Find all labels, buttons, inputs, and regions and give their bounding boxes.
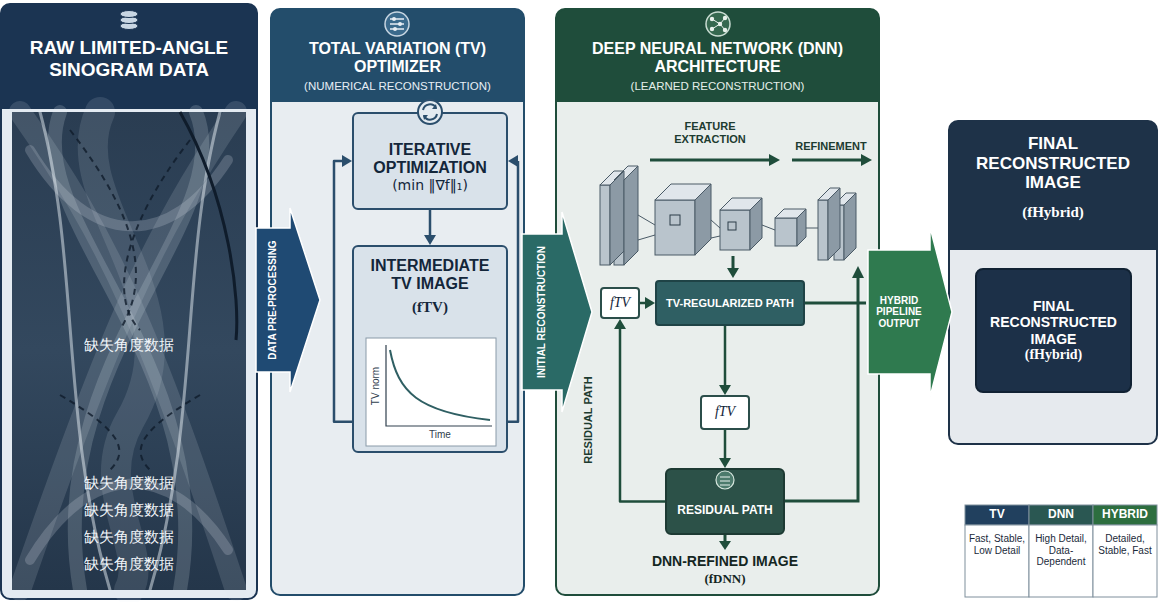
node-text: (NUMERICAL RECONSTRUCTION): [278, 80, 517, 93]
text-slot: Time: [400, 429, 480, 441]
output-panel: FINAL RECONSTRUCTED IMAGE(fHybrid)FINAL …: [948, 120, 1158, 445]
text-slot: RAW LIMITED-ANGLE SINOGRAM DATA: [8, 37, 250, 81]
text-slot: DNN-REFINED IMAGE: [600, 553, 850, 569]
text-slot: TV: [965, 508, 1029, 522]
node-title: INTERMEDIATE TV IMAGE: [360, 257, 500, 294]
node-text: 缺失角度数据: [12, 337, 246, 354]
comparison-table: [965, 505, 1157, 597]
node-text: 缺失角度数据: [12, 475, 246, 492]
node-title: RAW LIMITED-ANGLE SINOGRAM DATA: [8, 37, 250, 81]
node-title: fTV: [702, 404, 748, 420]
label: DNN-REFINED IMAGE: [600, 553, 850, 569]
connector: [719, 430, 731, 468]
text-slot: 缺失角度数据: [12, 502, 246, 519]
variable-box: fTV: [700, 395, 750, 430]
label: DNN: [1029, 508, 1093, 522]
node-text: (min ‖∇f‖₁): [360, 177, 500, 193]
node-title: RESIDUAL PATH: [671, 504, 779, 518]
text-slot: 缺失角度数据: [12, 475, 246, 492]
node-title: fTV: [602, 295, 638, 311]
node-text: 缺失角度数据: [12, 502, 246, 519]
settings-icon: [385, 12, 409, 36]
block-arrow: [868, 227, 952, 397]
text-slot: High Detail, Data-Dependent: [1030, 533, 1092, 568]
text-slot: REFINEMENT: [785, 140, 877, 153]
text-slot: Detailed, Stable, Fast: [1094, 533, 1156, 556]
text-slot: TV norm: [346, 379, 406, 393]
node-text: 缺失角度数据: [12, 529, 246, 546]
tv-norm-chart: [366, 338, 496, 446]
sinogram-image: [12, 112, 246, 590]
text-slot: (NUMERICAL RECONSTRUCTION): [278, 80, 517, 93]
network-layers: [600, 166, 856, 265]
database-icon: [120, 11, 138, 30]
label: Time: [400, 429, 480, 441]
text-slot: 缺失角度数据: [12, 529, 246, 546]
connector: [334, 155, 352, 422]
label: HYBRID: [1093, 508, 1157, 522]
edge-label: HYBRID PIPELINE OUTPUT: [869, 295, 929, 330]
refresh-icon: [418, 100, 442, 124]
label: REFINEMENT: [785, 140, 877, 153]
network-icon: [706, 12, 730, 36]
flow-arrows: [650, 154, 872, 550]
text-slot: FINAL RECONSTRUCTED IMAGE: [956, 134, 1150, 193]
connector: [719, 326, 731, 395]
text-slot: (fDNN): [600, 572, 850, 587]
label: Fast, Stable, Low Detail: [966, 533, 1028, 556]
label: TV norm: [369, 356, 383, 416]
connector: [640, 297, 655, 309]
text-slot: (fTV): [360, 299, 500, 316]
block-arrow: [522, 212, 592, 412]
label: TV: [965, 508, 1029, 522]
edge-label: INITIAL RECONSTRUCTION: [535, 234, 549, 390]
node-title: FINAL RECONSTRUCTED IMAGE: [983, 298, 1124, 346]
block-arrow: [256, 208, 320, 392]
label: High Detail, Data-Dependent: [1030, 533, 1092, 568]
text-slot: INITIAL RECONSTRUCTION: [464, 305, 620, 319]
path-box: TV-REGULARIZED PATH: [655, 280, 805, 326]
text-slot: INTERMEDIATE TV IMAGE: [360, 257, 500, 294]
connector: [614, 319, 665, 502]
node-title: TOTAL VARIATION (TV) OPTIMIZER: [278, 40, 517, 77]
node-text: (fTV): [360, 299, 500, 316]
text-slot: HYBRID: [1093, 508, 1157, 522]
node-text: (fHybrid): [983, 347, 1124, 363]
text-slot: Fast, Stable, Low Detail: [966, 533, 1028, 556]
text-slot: (LEARNED RECONSTRUCTION): [563, 80, 872, 93]
text-slot: DEEP NEURAL NETWORK (DNN) ARCHITECTURE: [563, 40, 872, 77]
variable-box: fTV: [600, 287, 640, 319]
node-title: TV-REGULARIZED PATH: [660, 297, 800, 310]
label: Detailed, Stable, Fast: [1094, 533, 1156, 556]
text-slot: TOTAL VARIATION (TV) OPTIMIZER: [278, 40, 517, 77]
text-slot: FEATURE EXTRACTION: [652, 120, 768, 145]
edge-label: DATA PRE-PROCESSING: [266, 225, 280, 375]
node-text: (LEARNED RECONSTRUCTION): [563, 80, 872, 93]
node-title: DEEP NEURAL NETWORK (DNN) ARCHITECTURE: [563, 40, 872, 77]
node-text: (fHybrid): [956, 204, 1150, 221]
process-box: ITERATIVE OPTIMIZATION(min ‖∇f‖₁): [352, 112, 508, 210]
residual-icon: [716, 471, 734, 489]
text-slot: 缺失角度数据: [12, 556, 246, 573]
text-slot: DNN: [1029, 508, 1093, 522]
result-box: FINAL RECONSTRUCTED IMAGE(fHybrid): [975, 268, 1132, 393]
node-title: ITERATIVE OPTIMIZATION: [360, 141, 500, 178]
text-slot: RESIDUAL PATH: [533, 413, 643, 427]
text-slot: 缺失角度数据: [12, 337, 246, 354]
text-slot: DATA PRE-PROCESSING: [198, 293, 348, 307]
node-title: FINAL RECONSTRUCTED IMAGE: [956, 134, 1150, 193]
connector: [508, 155, 518, 422]
label: (fDNN): [600, 572, 850, 587]
connector: [424, 210, 436, 245]
text-slot: (fHybrid): [956, 204, 1150, 221]
label: FEATURE EXTRACTION: [652, 120, 768, 145]
label: RESIDUAL PATH: [581, 365, 595, 475]
text-slot: HYBRID PIPELINE OUTPUT: [869, 295, 929, 330]
node-text: 缺失角度数据: [12, 556, 246, 573]
